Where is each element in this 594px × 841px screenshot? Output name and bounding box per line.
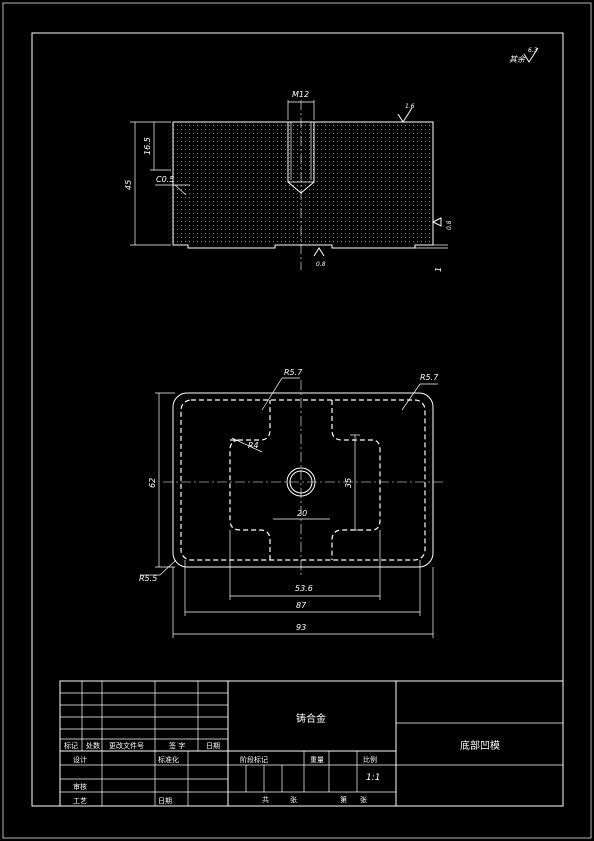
top-height-dim: 62 [148,478,157,488]
label-stage-mark: 阶段标记 [240,755,268,764]
roughness-top: 1.6 [405,103,415,110]
radius-a: R5.7 [284,368,303,377]
label-sheet: 张 [360,795,367,804]
roughness-bottom-icon [313,247,325,257]
pocket-outline [229,400,381,560]
top-view: R5.7 R5.7 R4 R5.5 62 35 20 53.6 87 93 [139,368,445,638]
label-design: 设计 [73,755,87,764]
radius-d: R5.5 [139,574,157,583]
roughness-note: 其余 6.3 [509,47,539,64]
roughness-symbol-icon [523,47,539,63]
top-outer-outline [172,392,434,568]
height-dim: 45 [124,180,133,190]
part-name: 底部凹模 [460,739,500,752]
thread-label: M12 [292,90,309,99]
chamfer-label: C0.5 [156,175,174,184]
front-view: M12 45 16.5 C0.5 1.6 0.8 1 0.8 [124,90,453,272]
title-block: 标记 处数 更改文件号 签 字 日期 设计 标准化 审核 工艺 日期 铸合金 阶… [59,680,564,807]
label-sheets: 张 [290,795,297,804]
depth-dim: 16.5 [143,137,152,155]
label-mark: 标记 [64,741,78,750]
roughness-side-icon [431,217,442,227]
radius-b: R5.7 [420,373,439,382]
label-total: 共 [262,795,269,804]
step-dim: 1 [434,267,443,272]
roughness-side: 0.8 [446,220,453,230]
label-weight: 重量 [310,756,324,764]
roughness-top-icon [397,107,413,123]
section-hatching [173,122,433,245]
label-sign: 签 字 [169,741,185,750]
scale-value: 1:1 [366,773,380,783]
inner-outer-dim: 87 [296,601,307,610]
roughness-value: 6.3 [528,47,538,54]
label-date: 日期 [206,742,220,750]
radius-c: R4 [248,441,259,450]
label-date2: 日期 [158,797,172,805]
inner-width-dim: 20 [297,509,307,518]
top-inner-dashed [180,399,426,561]
slot-width-dim: 53.6 [295,584,313,593]
label-standardize: 标准化 [158,755,179,764]
roughness-prefix: 其余 [509,55,526,64]
material: 铸合金 [296,712,326,725]
inner-height-dim: 35 [344,478,353,488]
label-review: 审核 [73,782,87,791]
roughness-bottom: 0.8 [316,261,326,268]
label-page: 第 [340,795,347,804]
label-change-doc: 更改文件号 [109,741,144,750]
label-process: 工艺 [73,797,87,805]
overall-width-dim: 93 [296,623,306,632]
label-scale: 比例 [363,755,377,764]
label-count: 处数 [86,741,100,750]
